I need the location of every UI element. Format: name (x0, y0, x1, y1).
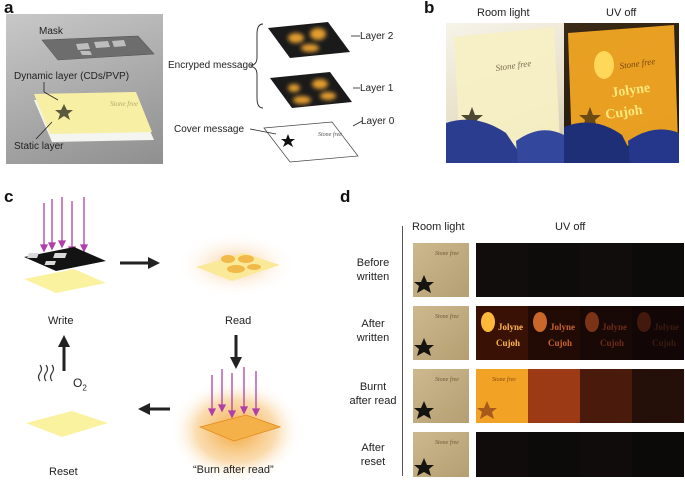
svg-text:Cujoh: Cujoh (604, 103, 643, 123)
panel-d-uv-off-label: UV off (555, 221, 586, 233)
panel-b-uv-off-label: UV off (606, 7, 637, 19)
write-label: Write (48, 315, 74, 327)
uv-off-photo-art: Stone free Jolyne Cujoh (564, 25, 679, 163)
uv-row-before-written (476, 243, 684, 297)
layer2-label: Layer 2 (360, 31, 394, 42)
svg-text:Cujoh: Cujoh (600, 338, 624, 348)
panel-b-room-light-label: Room light (477, 7, 530, 19)
panel-d-letter: d (340, 187, 351, 206)
burn-after-read-label: “Burn after read” (193, 464, 274, 476)
svg-text:Jolyne: Jolyne (550, 322, 575, 332)
svg-text:Stone free: Stone free (435, 439, 459, 446)
heat-icon (37, 364, 55, 382)
svg-text:Stone free: Stone free (435, 250, 459, 257)
panel-d-room-light-label: Room light (412, 221, 465, 233)
svg-text:Cujoh: Cujoh (548, 338, 572, 348)
dynamic-layer-label: Dynamic layer (CDs/PVP) (14, 71, 130, 82)
svg-text:Stone free: Stone free (318, 131, 342, 138)
uv-arrows-burn (207, 367, 261, 419)
svg-text:Stone free: Stone free (495, 58, 532, 73)
svg-text:Jolyne: Jolyne (602, 322, 627, 332)
svg-text:Jolyne: Jolyne (498, 322, 523, 332)
room-light-tile: Stone free (413, 306, 469, 360)
svg-text:Stone free: Stone free (435, 313, 459, 320)
room-light-tiles: Stone free Stone free Stone free Stone f… (413, 243, 469, 477)
layer-stack-diagram: Stone free (249, 22, 363, 163)
uv-row-after-reset (476, 432, 684, 477)
layer0-plate (263, 121, 359, 163)
layer2-plate (268, 22, 350, 58)
static-layer-label: Static layer (14, 141, 64, 152)
uv-arrows-write (39, 197, 89, 255)
panel-a-leader-lines (35, 82, 59, 140)
svg-text:Cujoh: Cujoh (496, 338, 520, 348)
encrypted-message-label: Encryped message (168, 60, 254, 71)
mask-label: Mask (39, 26, 63, 37)
room-light-tile: Stone free (413, 432, 469, 477)
uv-row-burnt-after-read: Stone free (476, 369, 684, 423)
room-light-tile: Stone free (413, 243, 469, 297)
o2-label: O2 (73, 376, 87, 393)
panel-a-layers-illustration: Stone free (34, 35, 155, 142)
layer1-label: Layer 1 (360, 83, 394, 94)
panel-a-photo: Stone free (6, 14, 163, 164)
svg-text:Cujoh: Cujoh (652, 338, 676, 348)
svg-text:Stone free: Stone free (435, 376, 459, 383)
layer1-plate (270, 72, 352, 108)
layer0-label: Layer 0 (361, 116, 395, 127)
svg-text:Stone free: Stone free (619, 56, 656, 71)
panel-c-letter: c (4, 187, 14, 206)
panel-c-cycle-diagram (24, 197, 302, 483)
room-light-photo: Stone free (446, 23, 564, 163)
room-light-photo-art: Stone free (446, 27, 564, 163)
uv-off-photo: Stone free Jolyne Cujoh (564, 23, 679, 163)
panel-a-letter: a (4, 0, 14, 17)
cover-message-label: Cover message (174, 124, 245, 135)
read-label: Read (225, 315, 252, 327)
panel-d-divider (402, 226, 403, 476)
panel-b-letter: b (424, 0, 435, 17)
room-light-tile: Stone free (413, 369, 469, 423)
svg-text:Jolyne: Jolyne (610, 81, 651, 101)
uv-row-after-written: Jolyne Cujoh Jolyne Cujoh Jolyne Cujoh J… (476, 306, 684, 360)
svg-text:Stone free: Stone free (110, 100, 138, 108)
svg-text:Stone free: Stone free (492, 376, 516, 383)
reset-label: Reset (49, 466, 78, 478)
uv-off-tiles: Jolyne Cujoh Jolyne Cujoh Jolyne Cujoh J… (476, 243, 684, 477)
svg-text:Jolyne: Jolyne (654, 322, 679, 332)
